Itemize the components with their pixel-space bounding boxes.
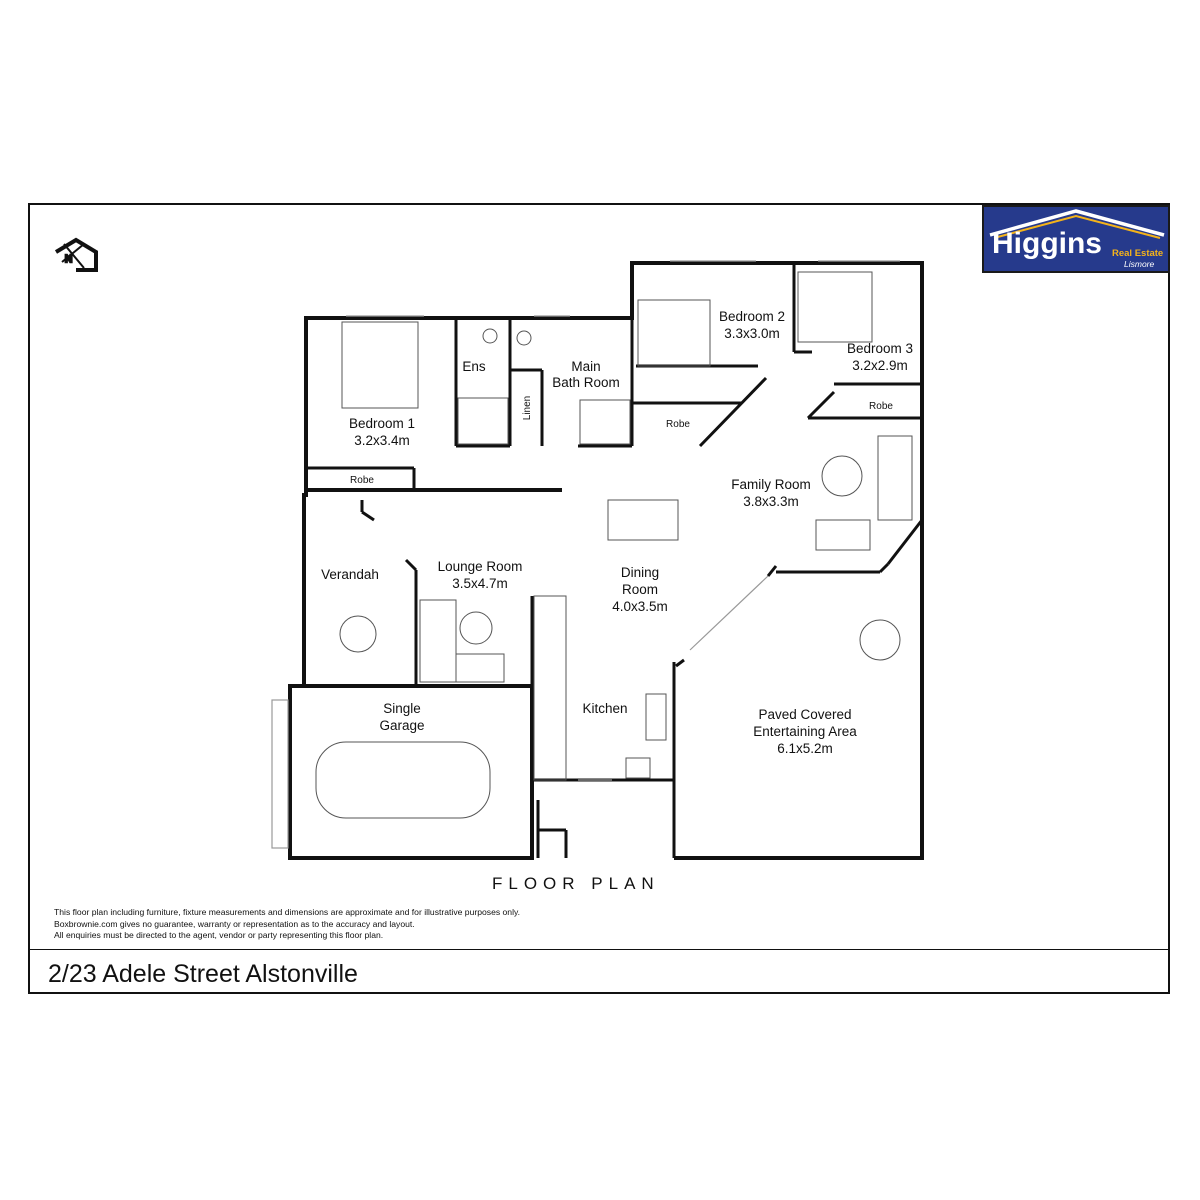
verandah-name: Verandah (321, 567, 379, 582)
house-roof-icon (989, 209, 1165, 239)
family-sofa-icon (877, 435, 913, 521)
lounge-name: Lounge Room (438, 559, 523, 574)
higgins-logo: Higgins Real Estate Lismore (982, 205, 1170, 273)
logo-sub-real-estate: Real Estate (1112, 248, 1164, 259)
fixtures (315, 271, 913, 819)
windows (271, 260, 900, 849)
verandah-table-icon (339, 615, 377, 653)
family-table-icon (821, 455, 863, 497)
exterior-walls (288, 261, 924, 860)
bedroom1-name: Bedroom 1 (349, 416, 415, 431)
bedroom2-name: Bedroom 2 (719, 309, 785, 324)
bed-1-icon (341, 321, 419, 409)
ensuite-name: Ens (462, 359, 486, 374)
family-name: Family Room (731, 477, 811, 492)
plan-sheet-border (28, 203, 1170, 994)
family-armchair-icon (815, 519, 871, 551)
linen-label: Linen (522, 396, 533, 420)
kitchen-bench-icon (533, 595, 567, 781)
ensuite-shower-icon (457, 397, 509, 445)
outdoor-table-icon (859, 619, 901, 661)
bedroom1-size: 3.2x3.4m (354, 433, 410, 448)
lounge-table-icon (459, 611, 493, 645)
cooktop-icon (625, 757, 651, 779)
north-letter: N (65, 254, 72, 265)
room-labels: Bedroom 1 3.2x3.4m Ens Main Bath Room Li… (321, 309, 913, 756)
toilet-icon (482, 328, 498, 344)
garage-line2: Garage (379, 718, 424, 733)
bedroom3-size: 3.2x2.9m (852, 358, 908, 373)
logo-sub-location: Lismore (1124, 259, 1155, 269)
main-bath-line1: Main (571, 359, 600, 374)
property-address: 2/23 Adele Street Alstonville (48, 960, 358, 988)
disclaimer-line: This floor plan including furniture, fix… (54, 907, 521, 917)
bedroom3-name: Bedroom 3 (847, 341, 913, 356)
garage-line1: Single (383, 701, 421, 716)
robe-label-1: Robe (350, 475, 374, 486)
entertaining-size: 6.1x5.2m (777, 741, 833, 756)
robe-label-2: Robe (666, 419, 690, 430)
kitchen-name: Kitchen (582, 701, 627, 716)
lounge-sofa-icon (455, 653, 505, 683)
disclaimer-line: All enquiries must be directed to the ag… (54, 930, 384, 940)
family-size: 3.8x3.3m (743, 494, 799, 509)
lounge-size: 3.5x4.7m (452, 576, 508, 591)
car-icon (315, 741, 491, 819)
robe-label-3: Robe (869, 401, 893, 412)
entertaining-line1: Paved Covered (758, 707, 851, 722)
toilet-icon (516, 330, 532, 346)
dining-table-icon (607, 499, 679, 541)
disclaimer-line: Boxbrownie.com gives no guarantee, warra… (54, 918, 415, 929)
floor-plan-title: FLOOR PLAN (492, 874, 660, 893)
logo-name: Higgins (992, 227, 1102, 260)
disclaimer: This floor plan including furniture, fix… (54, 907, 520, 942)
address-bar: 2/23 Adele Street Alstonville (28, 949, 1170, 996)
bedroom2-size: 3.3x3.0m (724, 326, 780, 341)
dining-line1: Dining (621, 565, 659, 580)
interior-walls (306, 263, 924, 858)
north-arrow-icon: N (54, 237, 98, 272)
dining-line2: Room (622, 582, 658, 597)
lounge-sofa-icon (419, 599, 457, 683)
main-bath-line2: Bath Room (552, 375, 620, 390)
entertaining-line2: Entertaining Area (753, 724, 857, 739)
kitchen-sink-icon (645, 693, 667, 741)
bed-2-icon (637, 299, 711, 367)
bed-3-icon (797, 271, 873, 343)
bath-shower-icon (579, 399, 631, 445)
dining-size: 4.0x3.5m (612, 599, 668, 614)
